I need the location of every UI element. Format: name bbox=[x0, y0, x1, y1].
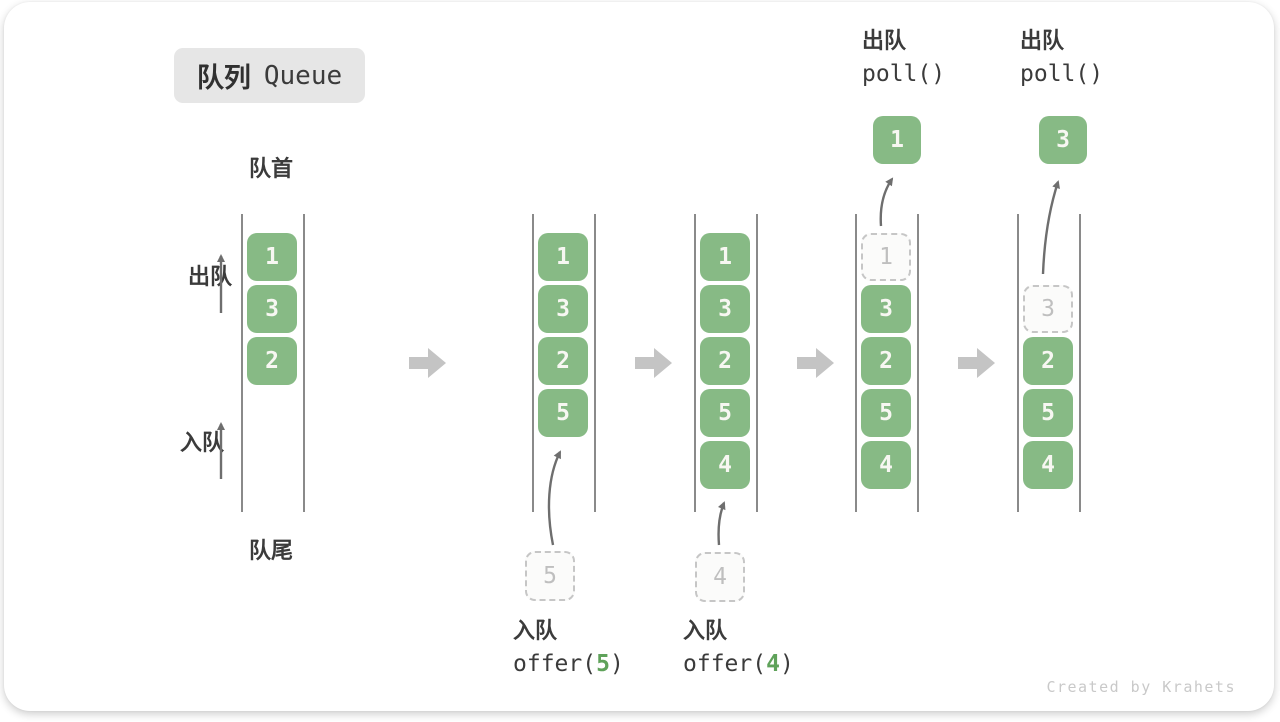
flow-arrow-icon bbox=[635, 346, 673, 380]
enqueue-side-label: 入队 bbox=[180, 430, 225, 455]
queue-rail bbox=[241, 214, 243, 512]
queue-rail bbox=[855, 214, 857, 512]
queue-item-box: 3 bbox=[861, 285, 911, 333]
dequeue-side-label: 出队 bbox=[188, 264, 233, 289]
queue-item-box: 5 bbox=[538, 389, 588, 437]
incoming-item-dashed: 5 bbox=[525, 551, 575, 601]
queue-item-box: 1 bbox=[538, 233, 588, 281]
queue-item-box: 3 bbox=[538, 285, 588, 333]
queue-item-box: 5 bbox=[700, 389, 750, 437]
enqueue-annotation-code: offer(4) bbox=[683, 651, 794, 677]
queue-rail bbox=[594, 214, 596, 512]
queue-item-box: 4 bbox=[700, 441, 750, 489]
enqueue-annotation: 入队 offer(5) bbox=[513, 620, 624, 676]
popped-item-box: 1 bbox=[873, 116, 921, 164]
enqueue-annotation-zh: 入队 bbox=[683, 618, 728, 643]
queue-item-box: 2 bbox=[700, 337, 750, 385]
queue-item-box: 2 bbox=[247, 337, 297, 385]
queue-item-box: 3 bbox=[247, 285, 297, 333]
queue-rail bbox=[1017, 214, 1019, 512]
queue-rail bbox=[917, 214, 919, 512]
queue-rail bbox=[694, 214, 696, 512]
queue-item-box: 1 bbox=[247, 233, 297, 281]
queue-item-box: 4 bbox=[1023, 441, 1073, 489]
enqueue-annotation-zh: 入队 bbox=[513, 618, 558, 643]
flow-arrow-icon bbox=[958, 346, 996, 380]
queue-item-box: 4 bbox=[861, 441, 911, 489]
queue-item-box: 2 bbox=[861, 337, 911, 385]
queue-item-box: 1 bbox=[700, 233, 750, 281]
flow-arrow-icon bbox=[797, 346, 835, 380]
queue-rear-label: 队尾 bbox=[249, 538, 294, 563]
queue-rail bbox=[1079, 214, 1081, 512]
incoming-item-dashed: 4 bbox=[695, 552, 745, 602]
queue-item-box: 2 bbox=[1023, 337, 1073, 385]
queue-item-dashed: 3 bbox=[1023, 285, 1073, 333]
flow-arrow-icon bbox=[409, 346, 447, 380]
popped-item-box: 3 bbox=[1039, 116, 1087, 164]
queue-item-box: 2 bbox=[538, 337, 588, 385]
dequeue-annotation-code: poll() bbox=[1020, 61, 1104, 87]
queue-item-box: 3 bbox=[700, 285, 750, 333]
queue-rail bbox=[532, 214, 534, 512]
credit-text: Created by Krahets bbox=[1046, 678, 1236, 696]
dequeue-annotation-zh: 出队 bbox=[862, 28, 907, 53]
dequeue-annotation: 出队 poll() bbox=[1020, 30, 1103, 86]
title-en: Queue bbox=[263, 60, 343, 91]
queue-front-label: 队首 bbox=[249, 156, 294, 181]
enqueue-annotation-code: offer(5) bbox=[513, 651, 624, 677]
queue-rail bbox=[756, 214, 758, 512]
queue-item-dashed: 1 bbox=[861, 233, 911, 281]
queue-item-box: 5 bbox=[1023, 389, 1073, 437]
offer5-arrow-icon bbox=[547, 450, 562, 546]
title-zh: 队列 bbox=[196, 63, 251, 93]
queue-rail bbox=[303, 214, 305, 512]
dequeue-annotation-code: poll() bbox=[862, 61, 946, 87]
poll1-arrow-icon bbox=[879, 177, 894, 227]
dequeue-annotation: 出队 poll() bbox=[862, 30, 945, 86]
title-badge: 队列 Queue bbox=[174, 48, 365, 103]
dequeue-annotation-zh: 出队 bbox=[1020, 28, 1065, 53]
poll3-arrow-icon bbox=[1041, 180, 1060, 275]
queue-item-box: 5 bbox=[861, 389, 911, 437]
offer4-arrow-icon bbox=[717, 501, 726, 546]
enqueue-annotation: 入队 offer(4) bbox=[683, 620, 794, 676]
